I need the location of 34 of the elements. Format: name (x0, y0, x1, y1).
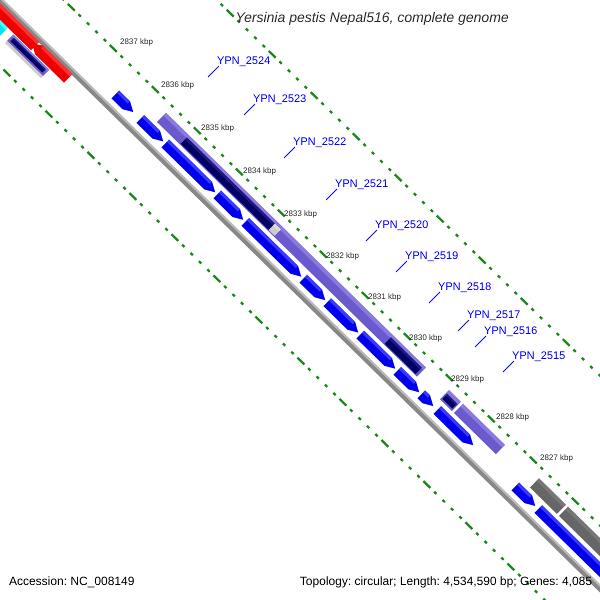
tick-label: 2836 kbp (161, 80, 194, 90)
tick-label: 2829 kbp (451, 374, 484, 384)
gene-label: YPN_2517 (467, 309, 520, 322)
footer-text: Topology: circular; Length: 4,534,590 bp; Genes: 4,085 (300, 574, 592, 588)
leader-line (244, 104, 256, 116)
gene-label: YPN_2519 (405, 250, 458, 264)
tick-label: 2830 kbp (409, 333, 442, 343)
footer-text: Accession: NC_008149 (9, 574, 134, 588)
tick-label: 2832 kbp (326, 251, 359, 261)
gene-label: YPN_2520 (375, 219, 428, 232)
leader-line (502, 360, 514, 372)
leader-line (326, 188, 338, 200)
gene-label: YPN_2523 (253, 93, 306, 106)
gene-label: YPN_2522 (293, 136, 346, 150)
leader-line (474, 336, 486, 348)
tick-label: 2837 kbp (120, 37, 153, 47)
tick-label: 2831 kbp (368, 292, 401, 302)
leader-line (366, 230, 378, 242)
tick-label: 2828 kbp (496, 412, 529, 422)
leader-line (284, 146, 296, 158)
gene-label: YPN_2521 (335, 178, 388, 192)
leader-line (208, 66, 220, 78)
tick-label: 2834 kbp (243, 166, 276, 176)
tick-label: 2835 kbp (201, 123, 234, 133)
tick-label: 2833 kbp (284, 209, 317, 219)
gene-label: YPN_2524 (217, 55, 270, 68)
leader-line (396, 260, 408, 272)
gene-label: YPN_2515 (512, 350, 566, 364)
leader-line (458, 320, 470, 332)
title: Yersinia pestis Nepal516, complete genome (236, 9, 509, 26)
gene-label: YPN_2516 (484, 325, 538, 338)
tick-label: 2827 kbp (540, 453, 573, 463)
gene-label: YPN_2518 (438, 281, 492, 294)
leader-line (428, 292, 440, 304)
